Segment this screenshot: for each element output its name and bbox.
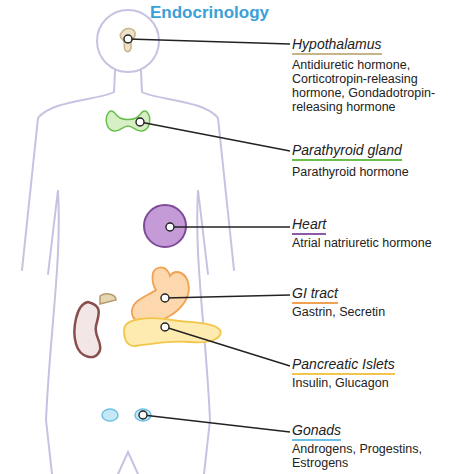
right-arm-outline [141, 71, 234, 270]
organ-name: Heart [292, 216, 326, 235]
heart-organ [144, 205, 186, 247]
leader-line [143, 415, 290, 432]
body-outline [22, 10, 234, 474]
leader-line [128, 39, 290, 44]
leader-dot [166, 223, 174, 231]
leg-outline [118, 452, 138, 474]
stomach-organ [132, 267, 189, 322]
adrenal-organ [100, 294, 116, 304]
organ-name: GI tract [292, 285, 338, 304]
organ-name: Hypothalamus [292, 36, 382, 55]
head-outline [97, 10, 159, 72]
leader-line [170, 226, 290, 227]
leader-line [165, 327, 290, 366]
leader-dot [139, 411, 147, 419]
hormone-list: Atrial natriuretic hormone [292, 236, 470, 250]
leader-dot [161, 323, 169, 331]
left-arm-outline [22, 71, 115, 270]
gonad-organ [102, 409, 118, 421]
organ-name: Gonads [292, 422, 341, 441]
thyroid-organ [106, 111, 149, 131]
diagram-title: Endocrinology [150, 3, 269, 23]
hormone-list: Parathyroid hormone [292, 165, 462, 179]
leader-dot [136, 118, 144, 126]
leader-dots [124, 35, 174, 419]
kidney-organ [75, 302, 101, 357]
organ-name: Parathyroid gland [292, 142, 402, 161]
hormone-list: Insulin, Glucagon [292, 376, 462, 390]
hormone-list: Gastrin, Secretin [292, 305, 462, 319]
left-torso-outline [46, 190, 59, 474]
organ-name: Pancreatic Islets [292, 356, 395, 375]
pancreas-organ [124, 318, 221, 346]
hormone-list: Androgens, Progestins, Estrogens [292, 442, 460, 470]
leader-dot [161, 294, 169, 302]
hypothalamus-organ [120, 28, 135, 51]
leader-dot [124, 35, 132, 43]
leader-line [165, 295, 290, 298]
leader-line [140, 122, 290, 151]
hormone-list: Antidiuretic hormone, Corticotropin-rele… [292, 58, 460, 114]
leader-lines [128, 39, 290, 432]
